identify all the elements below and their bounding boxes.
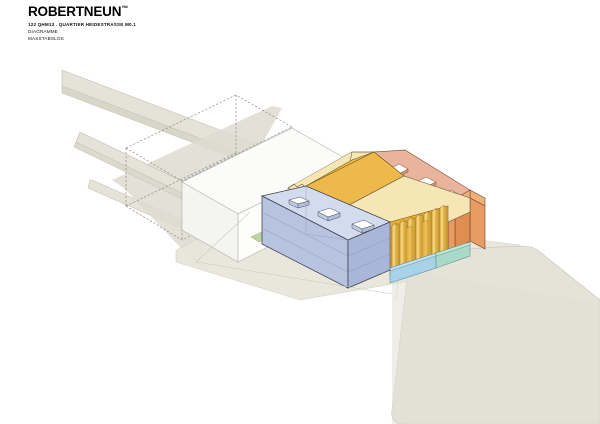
titleblock: ROBERTNEUN™ 122 QHM13 . QUARTIER HEIDEST… [28, 5, 136, 42]
fin [391, 222, 399, 279]
site-ground-right-wedge-fold [392, 268, 600, 424]
project-line: 122 QHM13 . QUARTIER HEIDESTRASSE M0.1 [28, 21, 136, 27]
teal-base-strip [435, 241, 471, 269]
roof-notch [288, 196, 310, 209]
scale-note: MASSTABSLOS [28, 36, 64, 42]
site-edge-lines [195, 211, 393, 295]
transparent-extension-outline [305, 186, 391, 270]
drawing-type: DIAGRAMME [28, 29, 58, 35]
fin [415, 213, 423, 270]
roof-notch [317, 207, 341, 222]
office-name-text: ROBERTNEUN [28, 4, 122, 19]
trademark-icon: ™ [121, 5, 129, 13]
fin [431, 207, 439, 264]
blue-bar-volume [260, 185, 391, 289]
office-name: ROBERTNEUN™ [28, 5, 136, 19]
fin [399, 219, 407, 276]
